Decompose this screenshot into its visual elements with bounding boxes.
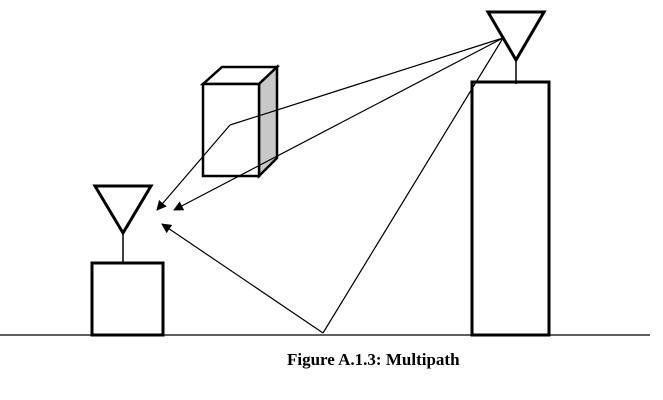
small-building	[90, 261, 165, 337]
path-reflected-from-building	[156, 124, 231, 211]
figure-caption: Figure A.1.3: Multipath	[287, 350, 460, 369]
path-to-reflector	[229, 37, 504, 126]
path-reflected-from-ground	[161, 223, 324, 334]
transmitter-antenna-icon	[485, 10, 547, 84]
tall-building	[470, 80, 551, 337]
receiver-antenna-icon	[92, 184, 154, 263]
path-direct	[173, 37, 504, 211]
reflector-building	[199, 64, 281, 180]
signal-paths	[156, 37, 504, 334]
path-to-ground	[322, 37, 504, 334]
